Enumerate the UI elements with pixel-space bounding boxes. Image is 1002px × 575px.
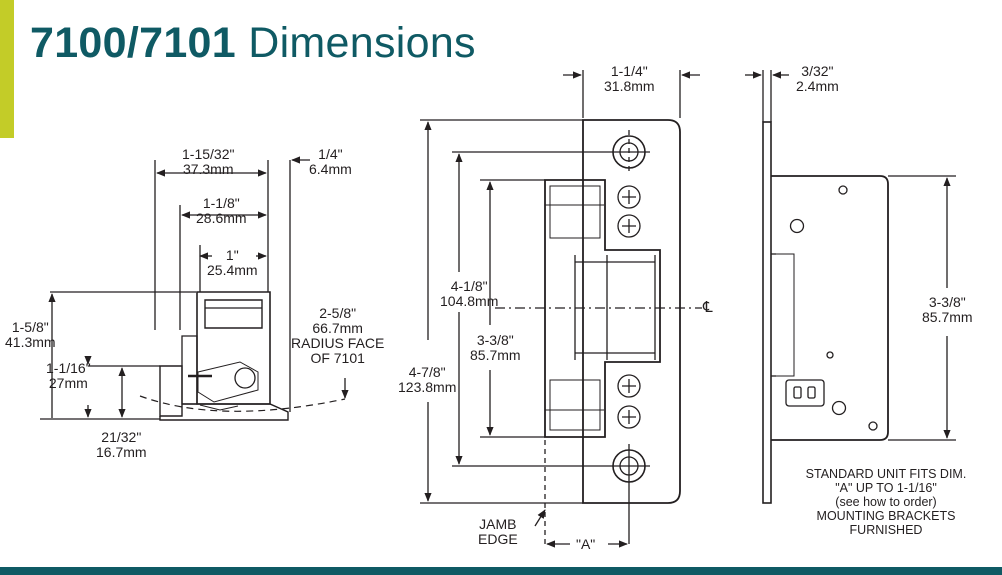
dim-a-label: "A" bbox=[576, 536, 596, 552]
dim-height-total: 1-5/8"41.3mm bbox=[5, 319, 56, 350]
footer-rule bbox=[0, 567, 1002, 575]
dim-base: 21/32"16.7mm bbox=[96, 429, 147, 460]
side-view bbox=[40, 156, 349, 421]
dim-body-height: 3-3/8"85.7mm bbox=[922, 294, 973, 325]
dim-lip: 1/4"6.4mm bbox=[309, 146, 352, 177]
dim-hole-spacing: 4-1/8"104.8mm bbox=[440, 278, 499, 309]
front-view bbox=[420, 70, 702, 548]
accent-bar bbox=[0, 0, 14, 138]
page-title: 7100/7101 Dimensions bbox=[30, 22, 476, 65]
dim-plate-height: 4-7/8"123.8mm bbox=[398, 364, 457, 395]
dim-thickness: 3/32"2.4mm bbox=[796, 63, 839, 94]
dim-plate-width: 1-1/4"31.8mm bbox=[604, 63, 655, 94]
title-model: 7100/7101 bbox=[30, 19, 236, 67]
dim-keeper-height: 3-3/8"85.7mm bbox=[470, 332, 521, 363]
dim-width-mid: 1-1/8"28.6mm bbox=[196, 195, 247, 226]
centerline-symbol: ℄ bbox=[703, 299, 713, 316]
title-text: Dimensions bbox=[235, 19, 476, 67]
dim-width-total: 1-15/32"37.3mm bbox=[182, 146, 235, 177]
dim-height-body: 1-1/16"27mm bbox=[46, 360, 91, 391]
installation-note: STANDARD UNIT FITS DIM. "A" UP TO 1-1/16… bbox=[805, 467, 967, 537]
back-view bbox=[745, 70, 956, 504]
dim-width-small: 1"25.4mm bbox=[207, 247, 258, 278]
